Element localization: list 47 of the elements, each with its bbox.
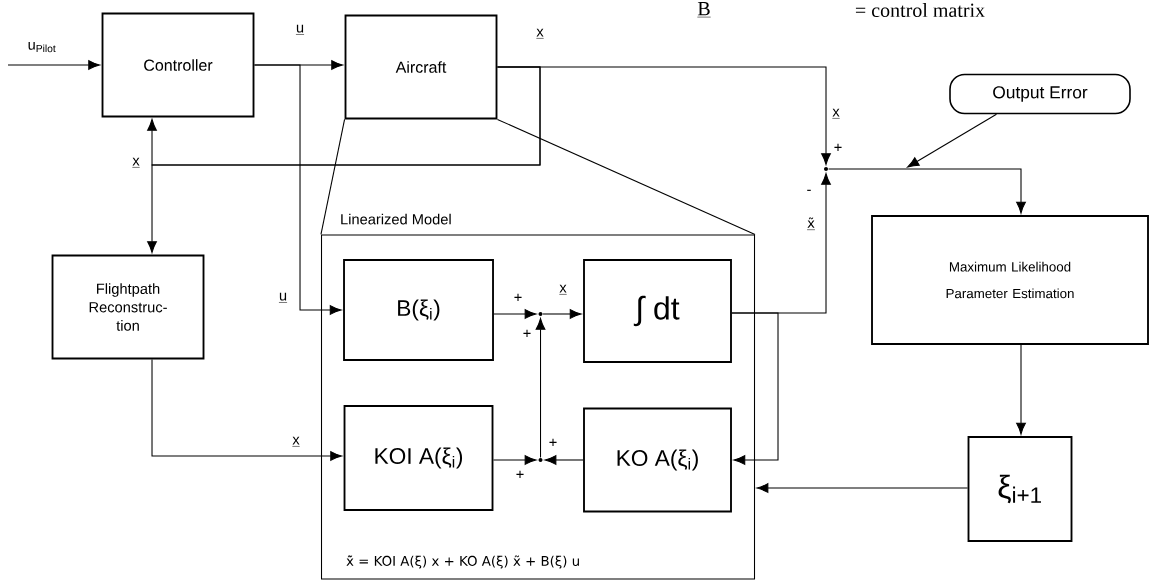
symbol-label: B (697, 2, 711, 18)
arrow (756, 483, 969, 493)
edge-label: x (558, 283, 568, 297)
edge-label: x (131, 156, 141, 170)
arrow (151, 358, 343, 461)
block-box: Flightpath Reconstruc- tion (51, 254, 205, 360)
junction-point (824, 167, 828, 171)
connector-line (496, 118, 756, 235)
junction-point (538, 458, 543, 462)
sign-label: + (523, 329, 531, 337)
edge-label: u (294, 23, 306, 37)
arrow (253, 64, 342, 315)
block-box: ∫ dt (583, 259, 732, 363)
block-box: KO A(ξ$_{i}$) (583, 407, 732, 513)
arrow (544, 455, 584, 465)
note-text: = control matrix (855, 2, 985, 18)
block-box: Maximum Likelihood Parameter Estimation (871, 215, 1149, 345)
block-box: B(ξ$_{i}$) (343, 259, 494, 361)
rounded-box: Output Error (949, 73, 1131, 115)
connector-line (320, 118, 346, 235)
edge-label: x (535, 27, 545, 41)
block-box: KOI A(ξ$_{i}$) (343, 405, 494, 511)
edge-label: x̃ (805, 216, 817, 232)
arrow (535, 318, 546, 458)
arrow (493, 309, 537, 319)
signal-label: x (832, 108, 840, 119)
junction-point (538, 312, 543, 316)
sign-label: + (516, 470, 524, 478)
arrow (542, 309, 582, 319)
arrow (907, 113, 997, 168)
edge-label: u (277, 291, 289, 305)
node-label: Linearized Model (341, 213, 451, 225)
arrow (147, 66, 541, 254)
edge-label: u$_{Pilot}$ (26, 40, 58, 54)
arrow (1016, 344, 1026, 435)
block-box: Controller (101, 12, 255, 118)
sign-label: + (549, 438, 557, 446)
sign-label: - (807, 189, 811, 191)
block-box: ξ$_{i+1}$ (967, 436, 1073, 542)
arrow (492, 455, 537, 465)
sign-label: + (834, 143, 842, 151)
edge-label: x (291, 435, 301, 449)
sign-label: + (514, 293, 522, 301)
block-box: Aircraft (344, 14, 498, 120)
arrow (731, 312, 779, 465)
arrow (7, 60, 101, 70)
arrow (828, 168, 1026, 214)
